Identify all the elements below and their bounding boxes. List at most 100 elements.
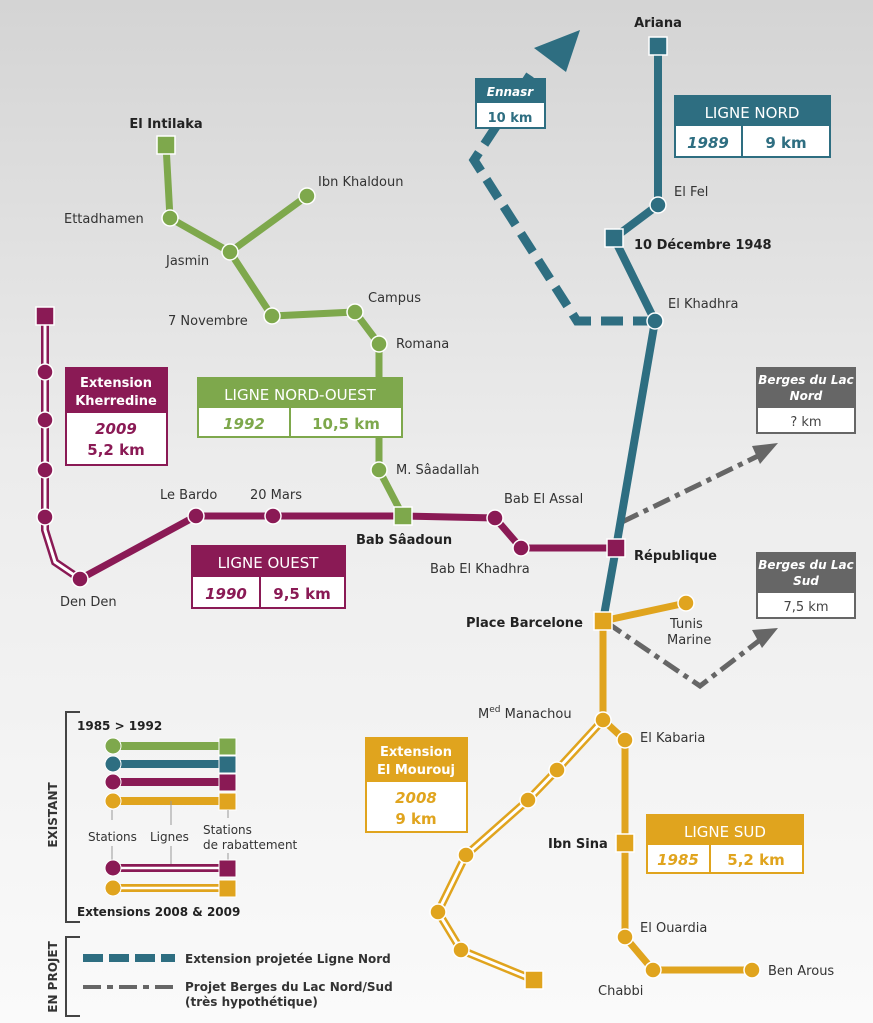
svg-text:de rabattement: de rabattement [203,838,298,852]
svg-text:LIGNE NORD-OUEST: LIGNE NORD-OUEST [224,386,376,404]
box-berges-du-lac-sud: Berges du Lac Sud 7,5 km [756,552,856,619]
svg-text:9,5 km: 9,5 km [273,585,330,603]
svg-text:Lignes: Lignes [150,830,189,844]
label-ibn-khaldoun: Ibn Khaldoun [318,175,403,190]
svg-text:LIGNE OUEST: LIGNE OUEST [218,554,320,572]
station-bab-el-khadhra [512,539,530,557]
label-el-ouardia: El Ouardia [640,921,707,936]
box-ennasr: Ennasr 10 km [475,78,546,129]
ligne-nord-ouest [162,144,407,518]
station-tunis-marine [677,594,695,612]
label-den-den: Den Den [60,595,117,610]
svg-text:2009: 2009 [95,420,137,438]
label-m-saadallah: M. Sâadallah [396,463,479,478]
station [548,761,566,779]
station [36,461,54,479]
svg-text:Sud: Sud [793,574,819,588]
station [36,508,54,526]
station-ben-arous [743,961,761,979]
label-10-decembre: 10 Décembre 1948 [634,238,772,253]
label-ben-arous: Ben Arous [768,964,834,979]
svg-text:1990: 1990 [205,585,247,603]
ligne-sud [599,599,752,974]
svg-text:5,2 km: 5,2 km [727,851,784,869]
label-bab-el-assal: Bab El Assal [504,492,583,507]
label-el-intilaka: El Intilaka [129,117,202,132]
label-el-khadhra: El Khadhra [668,297,739,312]
svg-text:Nord: Nord [790,389,823,403]
label-el-fel: El Fel [674,185,708,200]
label-ibn-sina: Ibn Sina [548,837,608,852]
station-el-kabaria [616,731,634,749]
box-ligne-nord: LIGNE NORD 1989 9 km [674,95,831,158]
label-bab-saadoun: Bab Sâadoun [356,533,452,548]
svg-text:Kherredine: Kherredine [75,394,157,409]
label-tunis-marine: Tunis [669,617,703,632]
svg-text:9 km: 9 km [765,134,806,152]
label-le-bardo: Le Bardo [160,488,217,503]
label-el-kabaria: El Kabaria [640,731,705,746]
label-chabbi: Chabbi [598,984,643,999]
svg-text:El Mourouj: El Mourouj [377,763,455,778]
terminal-station-place-barcelone [593,611,613,631]
box-ligne-sud: LIGNE SUD 1985 5,2 km [646,814,804,874]
svg-text:LIGNE NORD: LIGNE NORD [705,104,800,122]
terminal-station-republique [606,538,626,558]
svg-text:Berges du Lac: Berges du Lac [758,558,853,572]
station [452,941,470,959]
station [519,791,537,809]
station-el-fel [649,196,667,214]
arrow-icon [534,30,580,72]
label-manachou: Med Manachou [478,705,572,722]
label-20-mars: 20 Mars [250,488,302,503]
label-bab-el-khadhra: Bab El Khadhra [430,562,530,577]
svg-text:Extensions 2008 & 2009: Extensions 2008 & 2009 [77,905,240,919]
box-ligne-nord-ouest: LIGNE NORD-OUEST 1992 10,5 km [197,377,403,438]
label-republique: République [634,549,717,564]
svg-text:Extension projetée Ligne Nord: Extension projetée Ligne Nord [185,952,391,966]
station-chabbi [644,961,662,979]
station-20-mars [264,507,282,525]
svg-text:Projet Berges du Lac Nord/Sud: Projet Berges du Lac Nord/Sud [185,980,393,994]
terminal-station-el-mourouj [524,970,544,990]
station [36,363,54,381]
svg-text:EN PROJET: EN PROJET [46,940,60,1012]
ligne-ouest [78,512,616,583]
station-manachou [594,711,612,729]
station-bab-el-assal [486,509,504,527]
ligne-nord [599,46,662,622]
svg-text:Extension: Extension [80,376,152,391]
station-le-bardo [187,507,205,525]
svg-text:EXISTANT: EXISTANT [46,782,60,848]
station-el-khadhra [646,312,664,330]
svg-text:9 km: 9 km [395,810,436,828]
svg-text:1985 > 1992: 1985 > 1992 [77,719,162,733]
label-place-barcelone: Place Barcelone [466,616,583,631]
station-romana [370,335,388,353]
label-ettadhamen: Ettadhamen [64,212,144,227]
station [457,846,475,864]
svg-text:5,2 km: 5,2 km [87,441,144,459]
svg-text:1985: 1985 [657,851,699,869]
svg-text:LIGNE SUD: LIGNE SUD [684,823,766,841]
label-jasmin: Jasmin [165,254,209,269]
terminal-station-ariana [648,36,668,56]
station [36,411,54,429]
label-7-novembre: 7 Novembre [168,314,248,329]
terminal-station-10-decembre [604,228,624,248]
station-m-saadallah [370,461,388,479]
label-tunis-marine-2: Marine [667,633,711,648]
arrow-icon [752,628,778,648]
terminal-station-el-intilaka [156,135,176,155]
station-ibn-khaldoun [298,187,316,205]
svg-text:Extension: Extension [380,745,452,760]
svg-text:Stations: Stations [88,830,137,844]
box-berges-du-lac-nord: Berges du Lac Nord ? km [756,367,856,434]
station-campus [346,303,364,321]
ennasr-extension-line [468,30,655,326]
station-den-den [71,570,89,588]
svg-text:10,5 km: 10,5 km [312,415,380,433]
box-ligne-ouest: LIGNE OUEST 1990 9,5 km [191,545,346,609]
svg-text:Ennasr: Ennasr [487,85,535,99]
